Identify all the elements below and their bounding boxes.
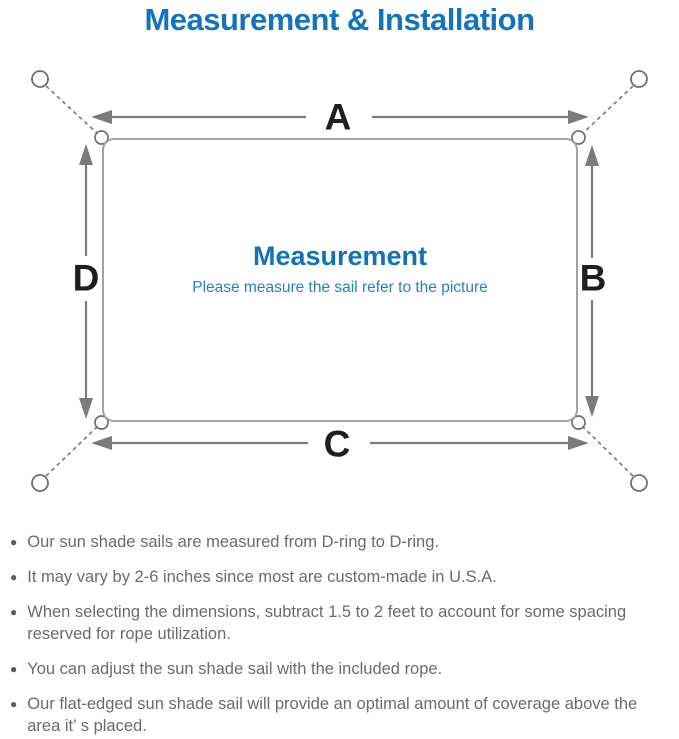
- notes-list: ● Our sun shade sails are measured from …: [10, 531, 672, 739]
- anchor-circle-top-left: [31, 70, 49, 88]
- sail-center-subtitle: Please measure the sail refer to the pic…: [192, 279, 488, 296]
- arrowhead-b-up: [585, 145, 599, 166]
- dimension-label-c: C: [323, 423, 351, 465]
- guy-lines: [45, 85, 634, 477]
- bullet-icon: ●: [10, 605, 18, 619]
- arrowhead-c-right: [568, 436, 589, 450]
- note-text: Our sun shade sails are measured from D-…: [27, 533, 439, 551]
- dimension-label-a: A: [324, 96, 352, 138]
- note-text: When selecting the dimensions, subtract …: [27, 603, 627, 643]
- arrowhead-d-up: [79, 144, 93, 165]
- note-text: You can adjust the sun shade sail with t…: [27, 660, 443, 678]
- bullet-icon: ●: [10, 697, 18, 711]
- anchor-circle-top-right: [630, 70, 648, 88]
- bullet-icon: ●: [10, 535, 18, 549]
- sail-center-text: Measurement Please measure the sail refe…: [103, 241, 577, 297]
- list-item: ● It may vary by 2-6 inches since most a…: [10, 566, 672, 588]
- bullet-icon: ●: [10, 570, 18, 584]
- note-text: It may vary by 2-6 inches since most are…: [27, 568, 497, 586]
- guy-line-bottom-left: [45, 423, 101, 477]
- arrowhead-d-down: [79, 398, 93, 419]
- arrowhead-a-right: [568, 110, 589, 124]
- sail-rectangle: [102, 138, 578, 422]
- bullet-icon: ●: [10, 662, 18, 676]
- arrowhead-a-left: [91, 110, 112, 124]
- note-text: Our flat-edged sun shade sail will provi…: [27, 695, 638, 735]
- dimension-label-b: B: [579, 257, 607, 299]
- list-item: ● When selecting the dimensions, subtrac…: [10, 601, 672, 645]
- guy-line-top-right: [579, 85, 634, 137]
- list-item: ● Our sun shade sails are measured from …: [10, 531, 672, 553]
- guy-line-bottom-right: [579, 423, 634, 477]
- d-ring-top-left: [94, 130, 109, 145]
- dimension-arrow-heads: [79, 110, 599, 450]
- sail-center-title: Measurement: [252, 241, 428, 271]
- anchor-circle-bottom-left: [31, 474, 49, 492]
- anchor-points: [31, 70, 648, 492]
- corner-d-rings: [94, 130, 586, 430]
- guy-line-top-left: [45, 85, 101, 137]
- list-item: ● You can adjust the sun shade sail with…: [10, 658, 672, 680]
- arrowhead-c-left: [91, 436, 112, 450]
- dimension-arrow-lines: [84, 115, 594, 445]
- d-ring-bottom-right: [571, 415, 586, 430]
- anchor-circle-bottom-right: [630, 474, 648, 492]
- d-ring-top-right: [571, 130, 586, 145]
- list-item: ● Our flat-edged sun shade sail will pro…: [10, 693, 672, 737]
- dimension-label-d: D: [72, 257, 100, 299]
- d-ring-bottom-left: [94, 415, 109, 430]
- page-title: Measurement & Installation: [144, 2, 535, 37]
- arrowhead-b-down: [585, 396, 599, 417]
